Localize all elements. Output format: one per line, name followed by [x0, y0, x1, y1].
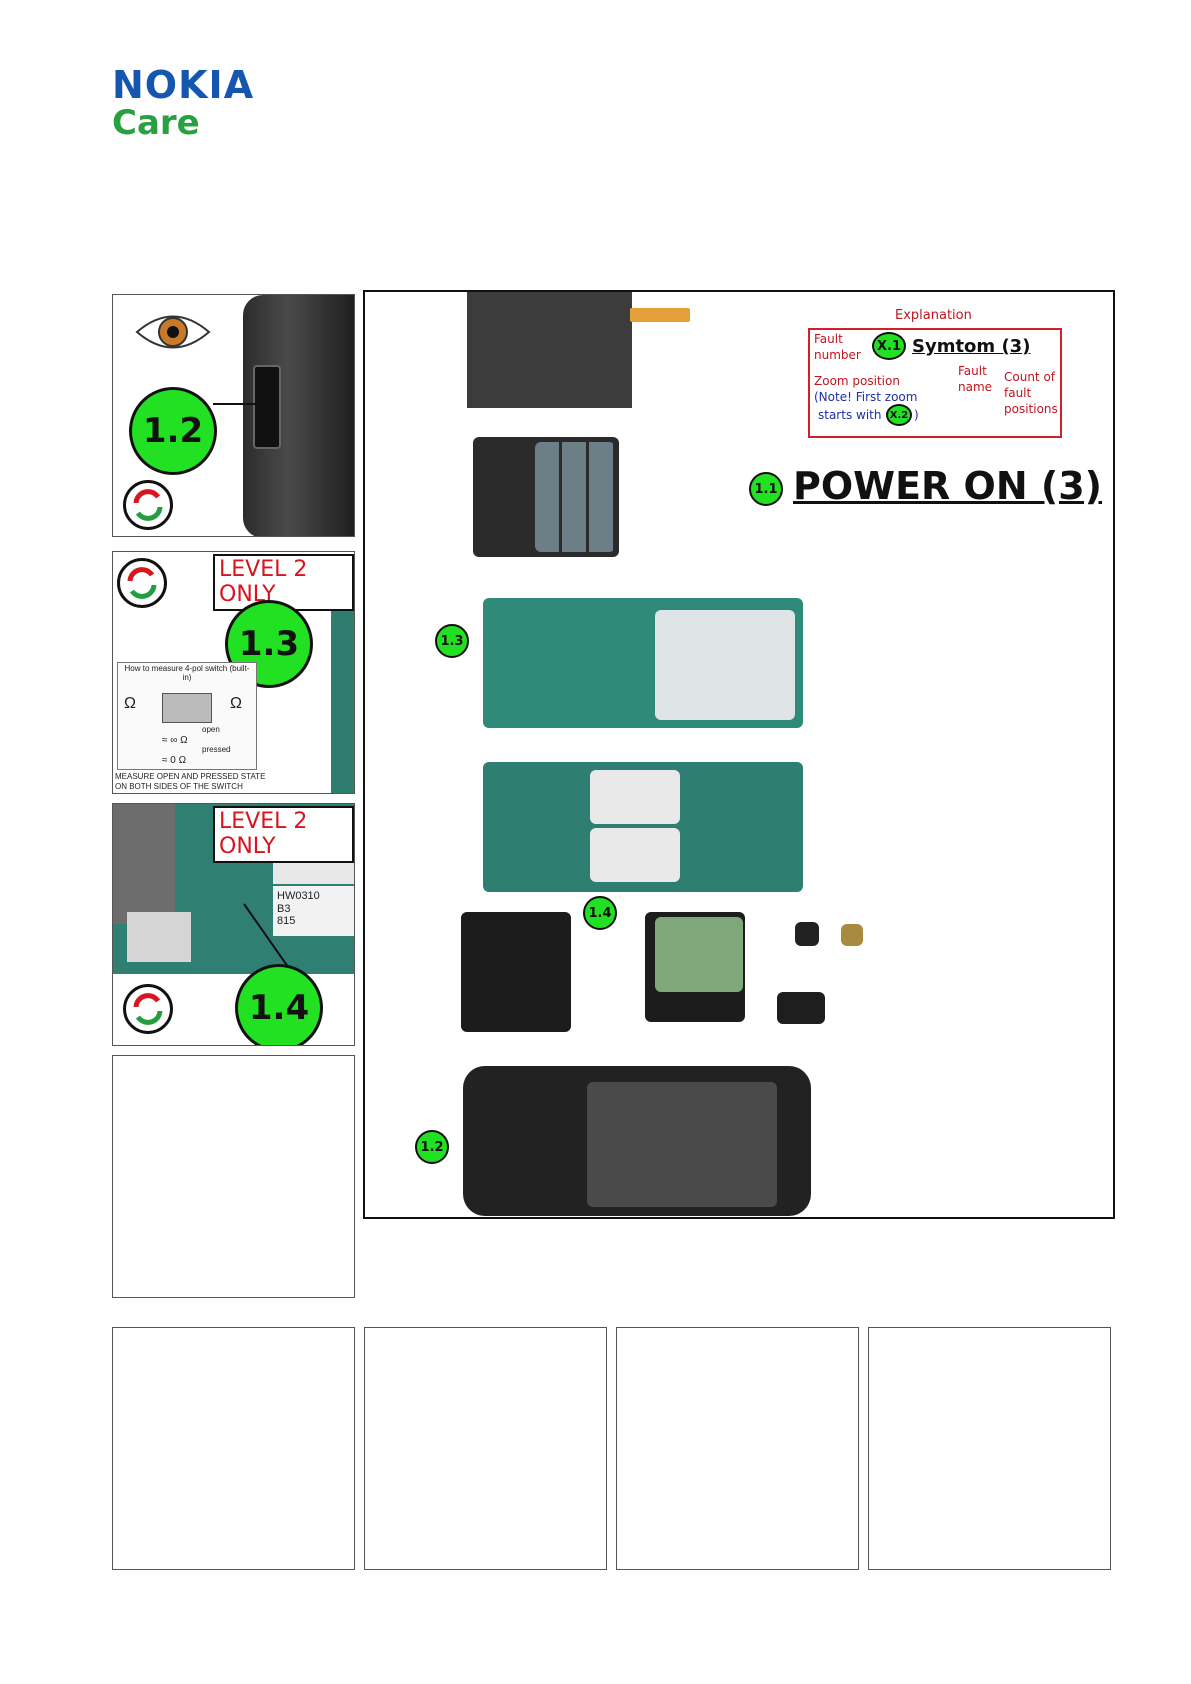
- panel-1-2: 1.2: [112, 294, 355, 537]
- pointer-line: [213, 403, 263, 405]
- speaker-frame: [461, 912, 571, 1032]
- chip-line-2: B3: [277, 902, 291, 915]
- marker-1-4: 1.4: [583, 896, 617, 930]
- zoom-label-2: (Note! First zoom: [814, 390, 918, 404]
- badge-1-2: 1.2: [129, 387, 217, 475]
- chip-line-1: HW0310: [277, 890, 320, 902]
- badge-1-4: 1.4: [235, 964, 323, 1045]
- value-pressed: ≈ 0 Ω: [162, 755, 187, 766]
- symptom-title: POWER ON (3): [793, 464, 1103, 508]
- count-label-1: Count of: [1004, 370, 1056, 384]
- fault-number-label-2: number: [814, 348, 861, 362]
- zoom-label-1: Zoom position: [814, 374, 900, 388]
- chip-line-3: 815: [277, 915, 296, 928]
- explanation-box: Fault number X.1 Symtom (3) Fault name C…: [808, 328, 1062, 438]
- antenna-shield: [655, 917, 743, 992]
- panel-1-3: LEVEL 2 ONLY 1.3 How to measure 4-pol sw…: [112, 551, 355, 794]
- zoom-label-3: starts with: [818, 408, 882, 422]
- fault-name-label-1: Fault: [958, 364, 987, 378]
- main-panel: Fault number X.1 Symtom (3) Fault name C…: [363, 290, 1115, 1219]
- empty-panel-left: [112, 1055, 355, 1298]
- pcb-edge-photo: [331, 587, 354, 793]
- omega-left: Ω: [124, 695, 136, 712]
- bottom-panel-1: [112, 1327, 355, 1570]
- badge-1-1: 1.1: [749, 472, 783, 506]
- badge-x-2: X.2: [886, 404, 912, 426]
- explanation-title: Explanation: [895, 308, 972, 323]
- cycle-icon: [123, 480, 173, 530]
- count-label-3: positions: [1004, 402, 1058, 416]
- symptom-example: Symtom (3): [912, 336, 1031, 357]
- camera-module: [795, 922, 819, 946]
- badge-1-3: 1.3: [225, 600, 313, 688]
- shield-can-3: [127, 912, 191, 962]
- nokia-logo: NOKIA: [112, 63, 255, 107]
- switch-diagram: How to measure 4-pol switch (built-in) Ω…: [117, 662, 257, 770]
- switch-title: How to measure 4-pol switch (built-in): [124, 664, 250, 682]
- earpiece: [777, 992, 825, 1024]
- board-chip-label: HW0310 B3 815: [273, 886, 354, 936]
- switch-body: [162, 693, 212, 723]
- footnote-2: ON BOTH SIDES OF THE SWITCH: [115, 782, 243, 791]
- pcb-back-shield: [590, 770, 680, 824]
- zoom-close-paren: ): [914, 408, 919, 422]
- marker-1-2: 1.2: [415, 1130, 449, 1164]
- bottom-panel-2: [364, 1327, 607, 1570]
- eye-icon: [135, 315, 211, 349]
- shield-can: [113, 804, 175, 924]
- keypad-keys: [535, 442, 615, 552]
- pcb-front-pads: [655, 610, 795, 720]
- state-open: open: [202, 725, 220, 734]
- cycle-icon: [123, 984, 173, 1034]
- cycle-icon: [117, 558, 167, 608]
- badge-x-1: X.1: [872, 332, 906, 360]
- fault-number-label-1: Fault: [814, 332, 843, 346]
- care-logo: Care: [112, 103, 200, 143]
- back-cover-frame: [587, 1082, 777, 1207]
- display-module: [467, 292, 632, 408]
- bottom-panel-4: [868, 1327, 1111, 1570]
- pcb-back-shield-2: [590, 828, 680, 882]
- camera-small: [841, 924, 863, 946]
- omega-right: Ω: [230, 695, 242, 712]
- footnote-1: MEASURE OPEN AND PRESSED STATE: [115, 772, 266, 781]
- side-button: [253, 365, 281, 449]
- count-label-2: fault: [1004, 386, 1032, 400]
- state-pressed: pressed: [202, 745, 231, 754]
- marker-1-3: 1.3: [435, 624, 469, 658]
- panel-1-4: HW0310 B3 815 LEVEL 2 ONLY 1.4: [112, 803, 355, 1046]
- level-2-tag: LEVEL 2 ONLY: [213, 806, 354, 863]
- fault-name-label-2: name: [958, 380, 993, 394]
- bottom-panel-3: [616, 1327, 859, 1570]
- flex-cable: [630, 308, 690, 322]
- value-open: ≈ ∞ Ω: [162, 735, 188, 746]
- level-2-tag: LEVEL 2 ONLY: [213, 554, 354, 611]
